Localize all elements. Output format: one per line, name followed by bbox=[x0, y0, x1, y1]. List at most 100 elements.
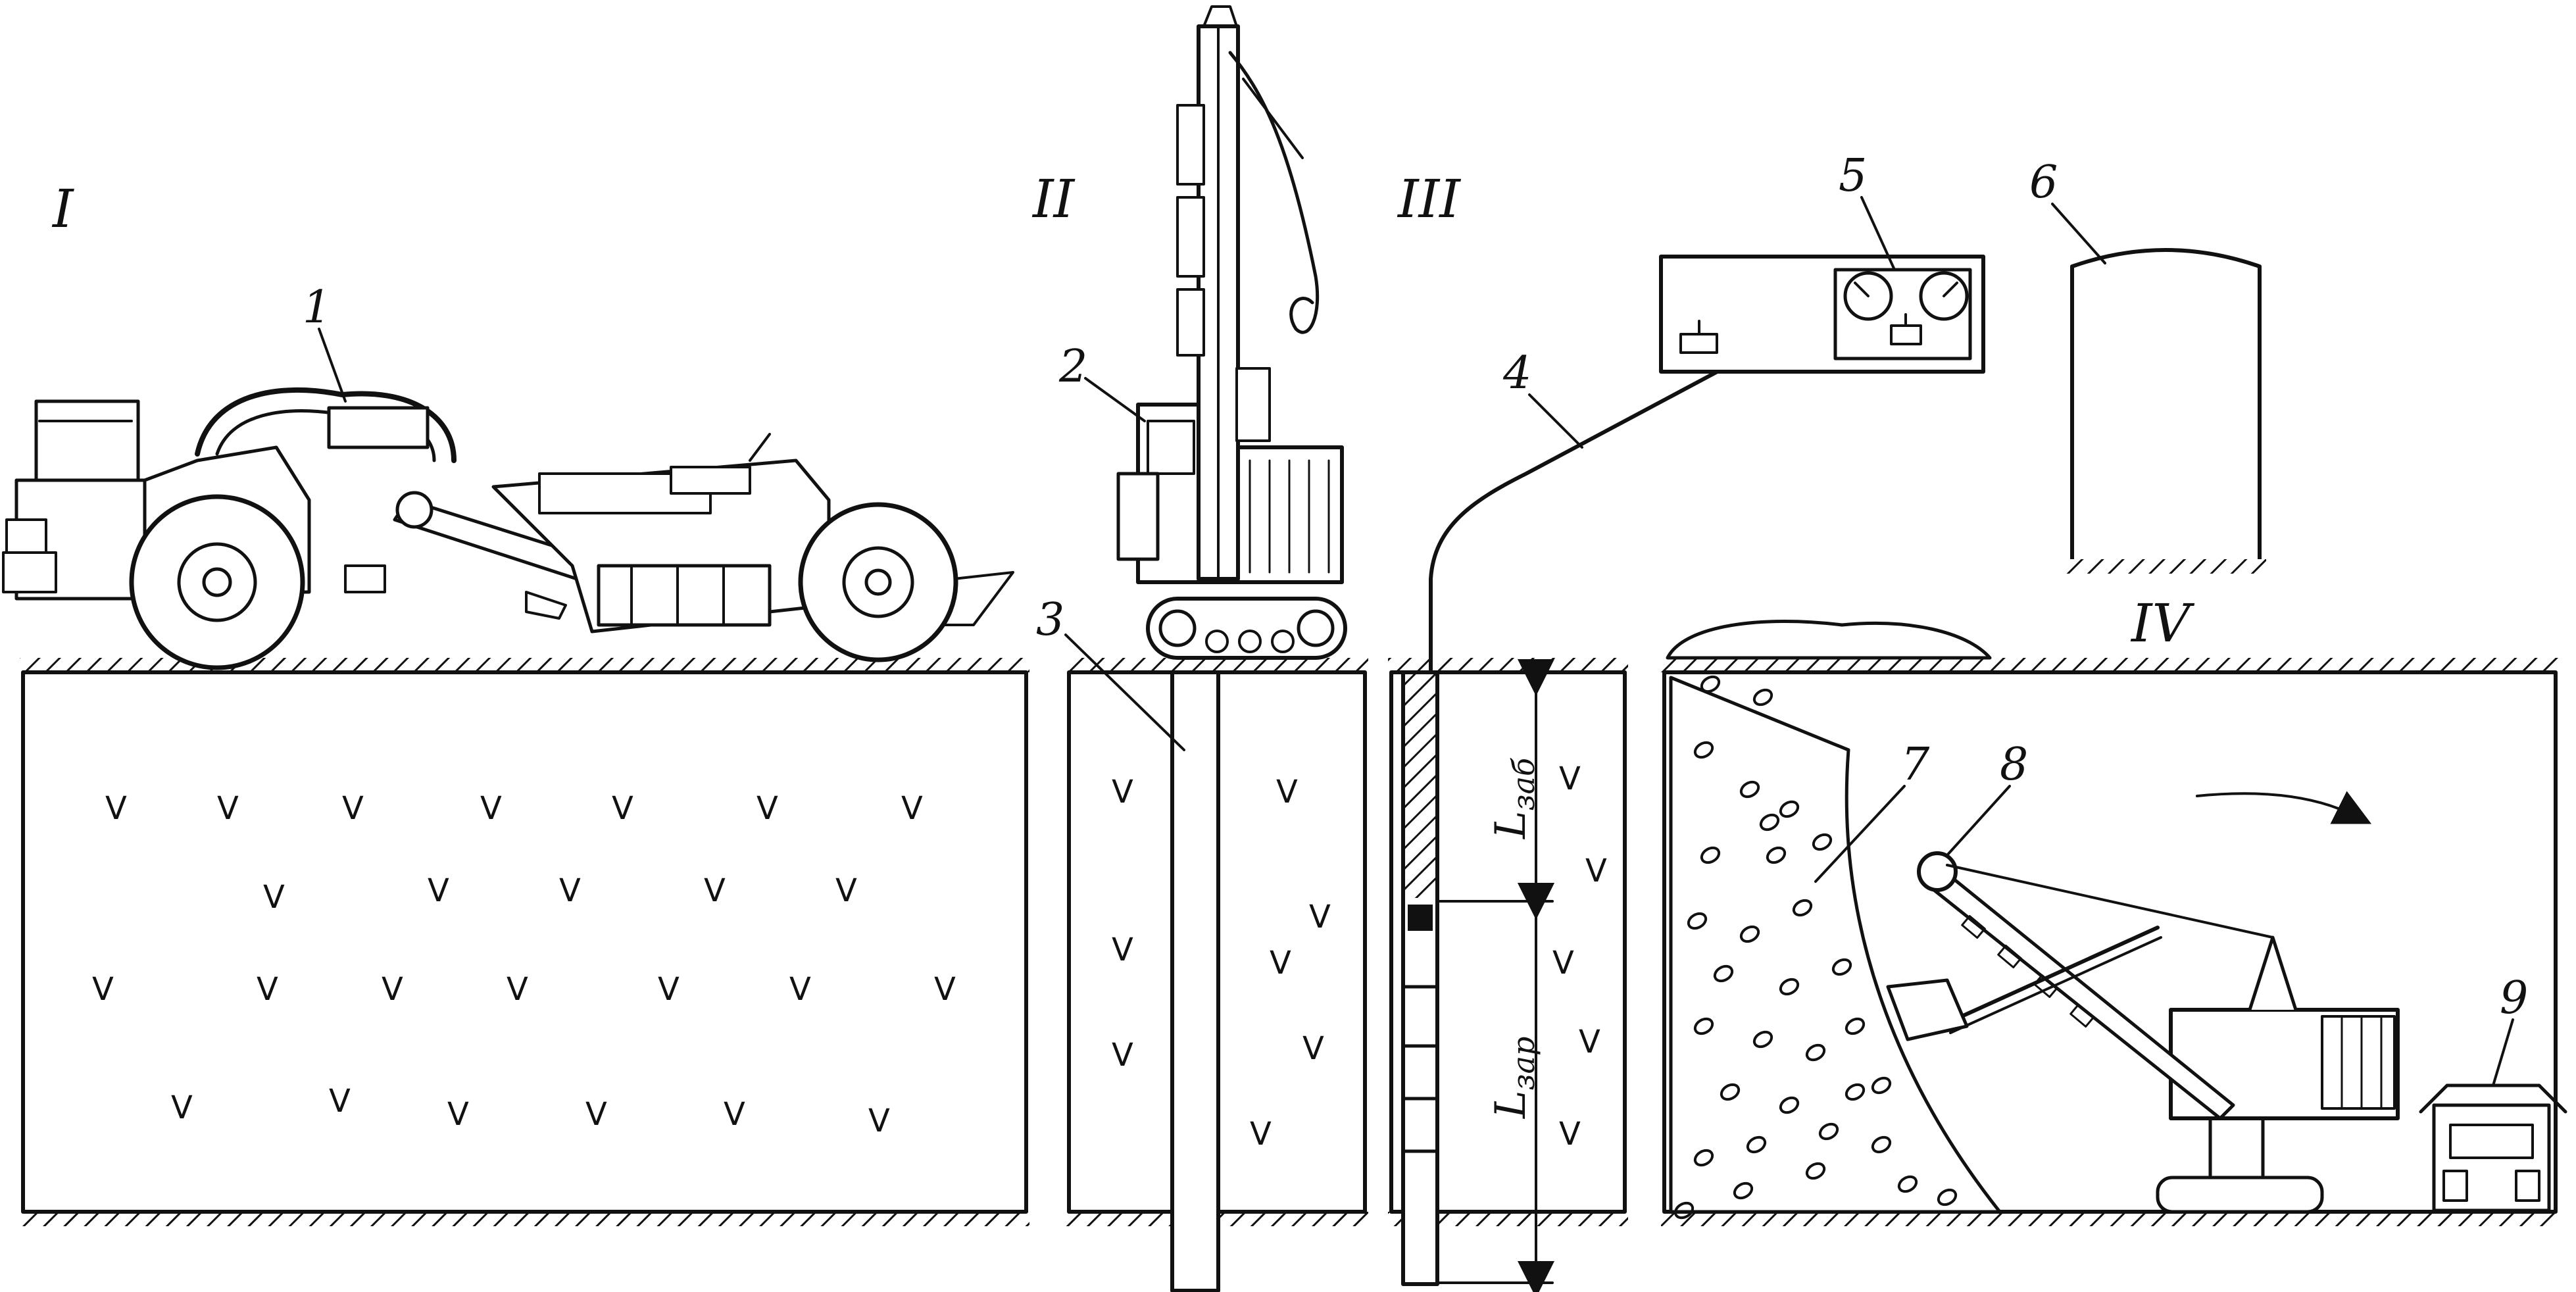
rock-symbol: V bbox=[559, 872, 581, 909]
blasting-control-panel bbox=[1659, 255, 1985, 374]
stage-iii-surface-hatch bbox=[1388, 658, 1628, 672]
rock-symbol: V bbox=[868, 1103, 890, 1139]
stemming-length-symbol: L bbox=[1487, 811, 1535, 840]
rock-fragment bbox=[1812, 833, 1833, 851]
dump-truck bbox=[2419, 1083, 2567, 1212]
rock-fragment bbox=[1937, 1188, 1958, 1206]
rock-fragment bbox=[1897, 1175, 1918, 1193]
rock-fragment bbox=[1687, 912, 1708, 930]
callout-2: 2 bbox=[1058, 341, 1087, 393]
rock-fragment bbox=[1739, 780, 1760, 799]
rock-symbol: V bbox=[105, 790, 127, 827]
drilling-rig bbox=[1116, 5, 1347, 660]
rock-symbol: V bbox=[789, 971, 811, 1008]
excavator bbox=[1886, 851, 2400, 1214]
charge-length-label: Lзар bbox=[1487, 1037, 1541, 1119]
spoil-mound bbox=[1666, 619, 1992, 660]
rock-symbol: V bbox=[382, 971, 403, 1008]
stage-label-iv: IV bbox=[2130, 593, 2195, 654]
rock-symbol: V bbox=[342, 790, 364, 827]
borehole-drilled bbox=[1170, 670, 1220, 1292]
stage-label-ii: II bbox=[1031, 168, 1076, 230]
rock-fragment bbox=[1805, 1043, 1826, 1062]
rock-fragment bbox=[1693, 741, 1714, 759]
stage-label-i: I bbox=[51, 178, 74, 239]
rock-fragment bbox=[1831, 958, 1852, 976]
advance-direction-arrow bbox=[2196, 791, 2372, 824]
rock-symbol: V bbox=[480, 790, 502, 827]
charge-length-symbol: L bbox=[1487, 1091, 1535, 1120]
charge-length-subscript: зар bbox=[1506, 1037, 1541, 1091]
rock-fragment bbox=[1871, 1135, 1892, 1154]
rock-symbol: V bbox=[257, 971, 278, 1008]
rock-symbol: V bbox=[1112, 1037, 1133, 1074]
rock-symbol: V bbox=[724, 1096, 745, 1133]
rock-symbol: V bbox=[1585, 853, 1607, 889]
rock-symbol: V bbox=[1552, 945, 1574, 981]
rock-symbol: V bbox=[329, 1083, 351, 1120]
rock-fragment bbox=[1779, 1096, 1800, 1114]
rock-fragment bbox=[1700, 846, 1721, 864]
rock-symbol: V bbox=[1559, 760, 1581, 797]
rock-symbol: V bbox=[901, 790, 923, 827]
svg-text:Lзаб: Lзаб bbox=[1487, 757, 1541, 839]
rock-symbol: V bbox=[934, 971, 956, 1008]
rock-fragment bbox=[1805, 1162, 1826, 1180]
stemming-length-label: Lзаб bbox=[1487, 757, 1541, 839]
rock-fragment bbox=[1693, 1017, 1714, 1035]
rock-fragment bbox=[1845, 1083, 1866, 1101]
rock-symbol: V bbox=[1579, 1024, 1600, 1060]
rock-fragments bbox=[1673, 675, 1958, 1220]
rock-symbol: V bbox=[585, 1096, 607, 1133]
rock-symbol: V bbox=[1250, 1116, 1272, 1153]
detonator bbox=[1408, 905, 1433, 931]
rock-fragment bbox=[1746, 1135, 1767, 1154]
rock-fragment bbox=[1766, 846, 1787, 864]
rock-fragment bbox=[1845, 1017, 1866, 1035]
callout-9: 9 bbox=[2500, 972, 2528, 1024]
blast-shelter bbox=[2066, 248, 2266, 574]
rock-fragment bbox=[1693, 1149, 1714, 1167]
rock-symbol: V bbox=[612, 790, 633, 827]
firing-cable bbox=[1429, 366, 1725, 674]
rock-symbol: V bbox=[658, 971, 680, 1008]
stage-iv-ground bbox=[1661, 619, 2559, 1226]
callout-6: 6 bbox=[2029, 157, 2058, 209]
rock-fragment bbox=[1673, 1201, 1695, 1220]
rock-symbol: V bbox=[447, 1096, 469, 1133]
rock-fragment bbox=[1752, 688, 1773, 707]
rock-symbol: V bbox=[1276, 774, 1298, 810]
rock-symbol: V bbox=[1270, 945, 1291, 981]
rock-symbol: V bbox=[1112, 932, 1133, 968]
rock-fragment bbox=[1752, 1030, 1773, 1049]
stage-iii-bottom-hatch bbox=[1388, 1212, 1628, 1226]
callout-numbers: 1 2 3 4 5 6 7 8 9 bbox=[303, 150, 2528, 1087]
rock-symbol: V bbox=[92, 971, 114, 1008]
rock-symbol: V bbox=[756, 790, 778, 827]
svg-text:Lзар: Lзар bbox=[1487, 1037, 1541, 1119]
rock-fragment bbox=[1700, 675, 1721, 693]
rock-fragment bbox=[1779, 800, 1800, 818]
stage-labels: I II III IV bbox=[51, 168, 2195, 654]
rock-fragment bbox=[1733, 1181, 1754, 1200]
rock-symbol: V bbox=[428, 872, 449, 909]
stemming-length-subscript: заб bbox=[1506, 757, 1541, 811]
stage-iv-bottom-hatch bbox=[1661, 1212, 2559, 1226]
rock-fragment bbox=[1779, 978, 1800, 996]
callout-3: 3 bbox=[1036, 594, 1064, 646]
rock-symbol: V bbox=[835, 872, 857, 909]
stage-iv-surface-hatch bbox=[1661, 658, 2559, 672]
rock-symbol: V bbox=[1309, 899, 1331, 935]
rock-fragment bbox=[1739, 925, 1760, 943]
callout-5: 5 bbox=[1839, 150, 1867, 202]
rock-fragment bbox=[1871, 1076, 1892, 1095]
rock-symbol: V bbox=[1112, 774, 1133, 810]
scraper-machine bbox=[2, 387, 1014, 670]
rock-symbol: V bbox=[507, 971, 528, 1008]
